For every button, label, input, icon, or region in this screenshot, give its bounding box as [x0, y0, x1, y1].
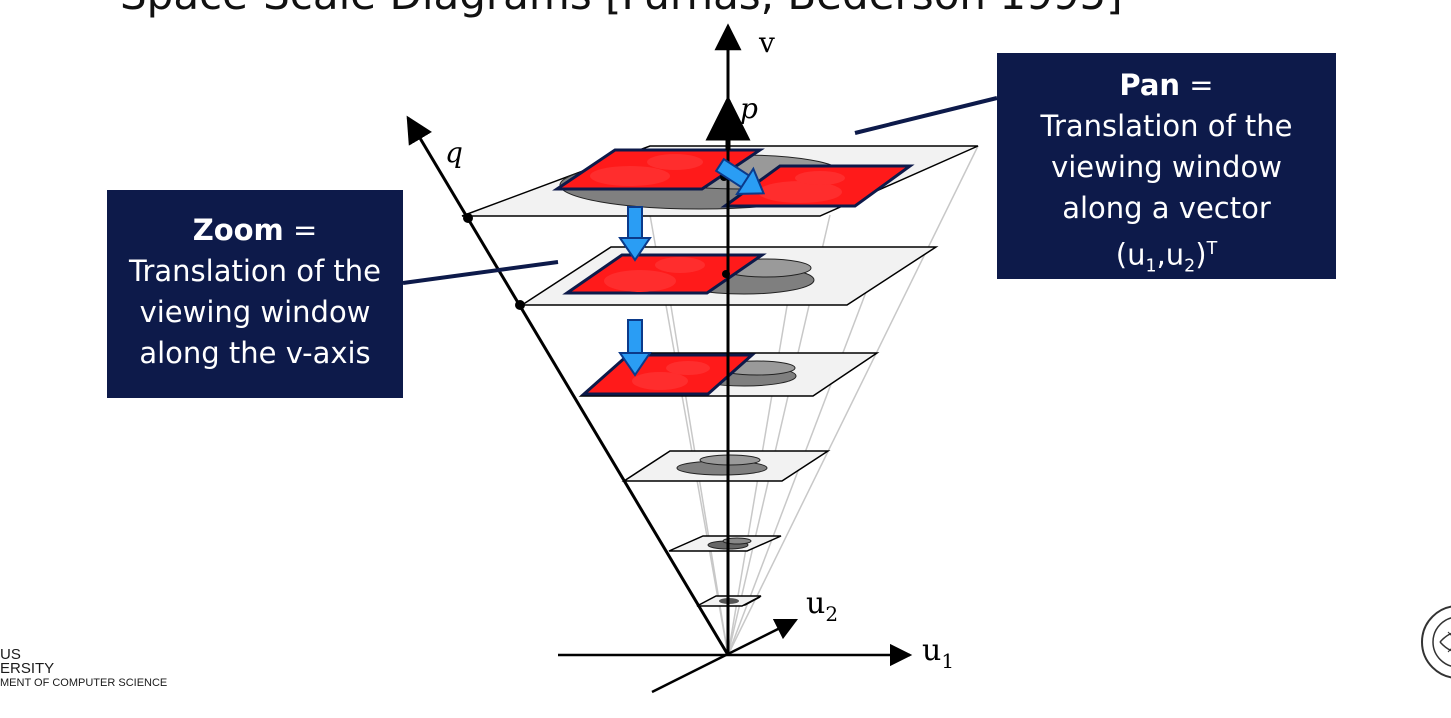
- pan-callout-heading: Pan =: [1119, 68, 1214, 102]
- university-logo-text: US ERSITY MENT OF COMPUTER SCIENCE: [0, 646, 168, 690]
- scale-plane-4: [621, 450, 831, 482]
- u2-axis-label: u2: [806, 586, 838, 626]
- pan-callout-line-3: along a vector: [1062, 191, 1271, 225]
- p-label: p: [740, 92, 758, 125]
- pan-callout: Pan = Translation of the viewing window …: [997, 53, 1336, 279]
- zoom-callout-heading: Zoom =: [192, 213, 318, 247]
- v-axis-label: v: [758, 26, 775, 59]
- pan-callout-line-1: Translation of the: [1040, 109, 1293, 143]
- slide-title: Space-Scale Diagrams [Furnas, Bederson 1…: [120, 0, 1123, 19]
- scale-plane-1: [461, 145, 979, 217]
- logo-line-2: ERSITY: [0, 660, 55, 677]
- university-seal-icon: [1421, 605, 1451, 679]
- u2-axis: [651, 618, 799, 694]
- v-axis-point-2: [722, 270, 730, 278]
- q-axis: [406, 115, 730, 656]
- zoom-callout-line-1: Translation of the: [129, 254, 381, 288]
- pan-arrow: [714, 157, 766, 195]
- zoom-callout-line-3: along the v-axis: [139, 336, 371, 370]
- pan-callout-vector: (u1,u2)T: [1115, 237, 1218, 277]
- logo-line-1: US: [0, 646, 21, 663]
- zoom-arrow-1: [618, 206, 652, 262]
- scale-plane-3: [578, 352, 880, 397]
- q-axis-point-2: [515, 300, 525, 310]
- q-axis-label: q: [445, 136, 463, 169]
- u1-axis-label: u1: [922, 633, 954, 673]
- scale-plane-5: [668, 535, 782, 552]
- logo-line-3: MENT OF COMPUTER SCIENCE: [0, 677, 168, 689]
- pan-callout-connector: [854, 96, 998, 135]
- zoom-callout: Zoom = Translation of the viewing window…: [107, 190, 403, 398]
- zoom-callout-line-2: viewing window: [139, 295, 371, 329]
- zoom-callout-connector: [402, 260, 559, 285]
- zoom-arrow-2: [618, 319, 652, 377]
- q-axis-point-1: [463, 213, 473, 223]
- cone-guides: [649, 145, 979, 656]
- pan-callout-line-2: viewing window: [1051, 150, 1282, 184]
